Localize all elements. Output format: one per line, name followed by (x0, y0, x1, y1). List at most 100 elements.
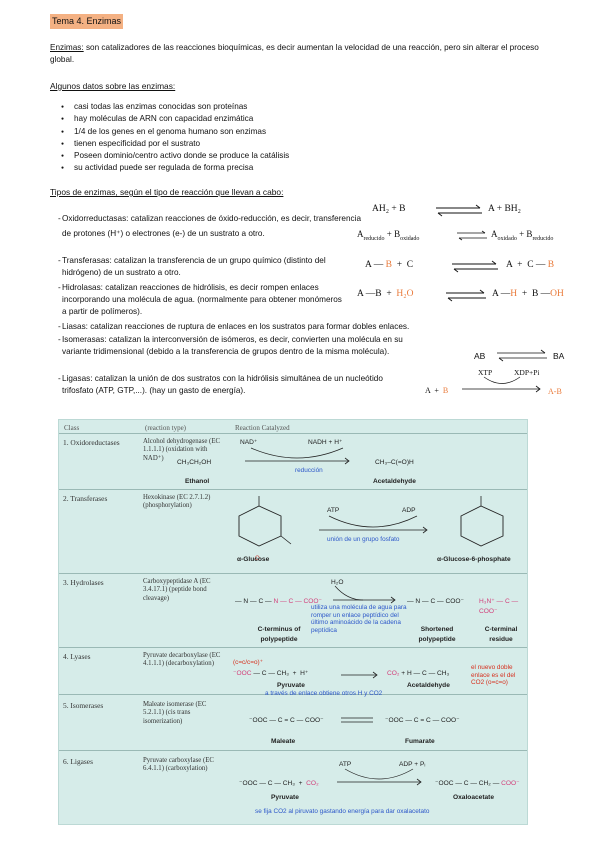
fig-cof-6a: ATP (339, 761, 352, 768)
fig-chain-6b: ⁻OOC — C — CH₂ — COO⁻ (435, 780, 520, 787)
eq-liga-product: A-B (548, 386, 562, 398)
eq-transf-left: A — B + C (365, 260, 414, 270)
fig-sname-6-text: Pyruvate (271, 794, 299, 801)
fig-class-4: 4. Lyases (63, 652, 91, 661)
fig-chain-5b: ⁻OOC — C = C — COO⁻ (385, 717, 460, 724)
eq-hidro-rh: H (510, 289, 518, 299)
eq-transf-b: B (385, 260, 392, 270)
datos-item: casi todas las enzimas conocidas son pro… (50, 101, 380, 114)
eq-transf-right: A + C — B (506, 260, 555, 270)
eq-liga-xdp: XDP+Pi (514, 368, 540, 377)
fig-pname-1-text: Acetaldehyde (373, 478, 416, 485)
figure-divider (59, 573, 527, 574)
datos-item: tienen especificidad por el sustrato (50, 138, 380, 151)
datos-heading: Algunos datos sobre las enzimas: (50, 81, 176, 91)
enzyme-classes-figure: Class (reaction type) Reaction Catalyzed… (58, 419, 528, 825)
fig-pname-5: Fumarate (405, 737, 435, 747)
fig-note-3: utiliza una molécula de agua para romper… (311, 604, 407, 635)
fig-glucose-structures: O (238, 496, 504, 562)
eq-hidro-b: B (375, 289, 382, 299)
fig-sname-5: Maleate (271, 737, 295, 747)
fig-note-1: reducción (295, 467, 323, 474)
fig-enzyme-4: Pyruvate decarboxylase (EC 4.1.1.1) (dec… (143, 652, 221, 668)
fig-sname-2-text: α-Glucose (237, 556, 270, 563)
eq-oxido2-d-sub: reducido (532, 235, 554, 242)
fig-chain-5a: ⁻OOC — C = C — COO⁻ (249, 717, 324, 724)
fig-sname-4: Pyruvate (277, 681, 305, 691)
datos-list: casi todas las enzimas conocidas son pro… (50, 101, 380, 175)
eq-oxido2-b: B (394, 229, 401, 239)
fig-class-2: 2. Transferases (63, 494, 108, 503)
eq-oxido2-a: A (357, 229, 364, 239)
fig-pname-3: Shortened polypeptide (413, 625, 461, 644)
fig-chain-4b: CO₂ + H — C — CH₃ (387, 670, 450, 677)
fig-note-6: se fija CO2 al piruvato gastando energía… (255, 808, 430, 815)
tipo-oxidorreductasas: Oxidorreductasas: catalizan reacciones d… (58, 212, 362, 241)
figure-divider (59, 750, 527, 751)
fig-sname-4-text: Pyruvate (277, 682, 305, 689)
datos-item: Poseen dominio/centro activo donde se pr… (50, 150, 380, 163)
fig-sname-3: C-terminus of polypeptide (249, 625, 309, 644)
fig-pname-3-text: Shortened polypeptide (418, 626, 456, 643)
fig-reaction-arrow-1 (245, 447, 350, 465)
eq-liga-arrow (462, 376, 541, 393)
eq-isom-left: AB (474, 351, 486, 361)
fig-cof-3a: H₂O (331, 579, 344, 586)
fig-cof-1a: NAD⁺ (240, 439, 258, 446)
fig-pname-4: Acetaldehyde (407, 681, 450, 691)
eq-oxido2-c-sub: oxidado (497, 235, 517, 242)
eq-oxido-right: A + BH₂ (488, 204, 521, 214)
eq-liga-ab: A-B (548, 387, 562, 396)
eq-hidro-left: A —B + H₂O (357, 289, 414, 299)
intro-paragraph: Enzimas: son catalizadores de las reacci… (50, 42, 550, 66)
eq-oxido2-a-sub: reducido (363, 235, 385, 242)
fig-cof-2a: ATP (327, 507, 340, 514)
fig-note-2: unión de un grupo fosfato (327, 536, 400, 543)
fig-class-6: 6. Ligases (63, 757, 93, 766)
eq-equilibrium-arrow (436, 204, 482, 217)
figure-header-reaction: Reaction Catalyzed (235, 424, 290, 432)
tipos-heading: Tipos de enzimas, según el tipo de reacc… (50, 187, 284, 197)
tipo-hidrolasas: Hidrolasas: catalizan reacciones de hidr… (58, 282, 347, 318)
svg-text:O: O (255, 556, 260, 562)
eq-oxido2-b-sub: oxidado (400, 235, 420, 242)
fig-cof-6b: ADP + Pᵢ (399, 761, 426, 768)
fig-pname-2-text: α-Glucose-6-phosphate (437, 556, 511, 563)
eq-transf-ra: A (506, 260, 513, 270)
datos-item: hay moléculas de ARN con capacidad enzim… (50, 113, 380, 126)
eq-isom-right: BA (553, 351, 565, 361)
fig-enzyme-6: Pyruvate carboxylase (EC 6.4.1.1) (carbo… (143, 757, 214, 773)
fig-chain-4a: ⁻OOC — C — CH₃ + H⁺ (233, 670, 309, 677)
eq-oxido2-c: A (491, 229, 498, 239)
fig-sname-6: Pyruvate (271, 793, 299, 803)
eq-liga-a: A (425, 386, 431, 395)
datos-item: 1/4 de los genes en el genoma humano son… (50, 126, 380, 139)
figure-divider (59, 489, 527, 490)
tipo-transferasas: Transferasas: catalizan la transferencia… (58, 255, 342, 279)
fig-note-4: el nuevo doble enlace es el del CO2 (o=c… (471, 664, 516, 687)
fig-enzyme-5: Maleate isomerase (EC 5.2.1.1) (cis tran… (143, 701, 207, 725)
eq-liga-xtp: XTP (478, 368, 493, 377)
intro-text: son catalizadores de las reacciones bioq… (50, 43, 539, 64)
fig-sname-5-text: Maleate (271, 738, 296, 745)
fig-reaction-arrow-5 (341, 717, 373, 723)
fig-chain-3b: — N — C — COO⁻ (407, 598, 464, 605)
fig-reaction-arrow-4 (341, 671, 378, 679)
fig-reaction-arrow-3 (333, 585, 396, 604)
fig-chain-3c: H₃N⁺ — C — COO⁻ (479, 598, 519, 615)
fig-pname2-3: C-terminal residue (479, 625, 523, 644)
fig-left-note-4: (c=c/c=o)⁺ (233, 659, 264, 666)
eq-hidro-rb: B (531, 289, 539, 299)
fig-sname-1: Ethanol (185, 477, 209, 487)
tipo-liasas: Liasas: catalizan reacciones de ruptura … (58, 321, 482, 333)
tipo-ligasas: Ligasas: catalizan la unión de dos sustr… (58, 373, 402, 397)
fig-enzyme-1: Alcohol dehydrogenase (EC 1.1.1.1) (oxid… (143, 438, 221, 462)
fig-enzyme-3: Carboxypeptidase A (EC 3.4.17.1) (peptid… (143, 578, 211, 602)
eq-oxido2-right: Aoxidado + Breducido (491, 229, 554, 242)
page-title: Tema 4. Enzimas (50, 14, 124, 30)
figure-divider (59, 647, 527, 648)
fig-product-1: CH₃–C(=O)H (375, 459, 414, 466)
eq-hidro-a: A (357, 289, 364, 299)
fig-pname-5-text: Fumarate (405, 738, 435, 745)
datos-item: su actividad puede ser regulada de forma… (50, 162, 380, 175)
